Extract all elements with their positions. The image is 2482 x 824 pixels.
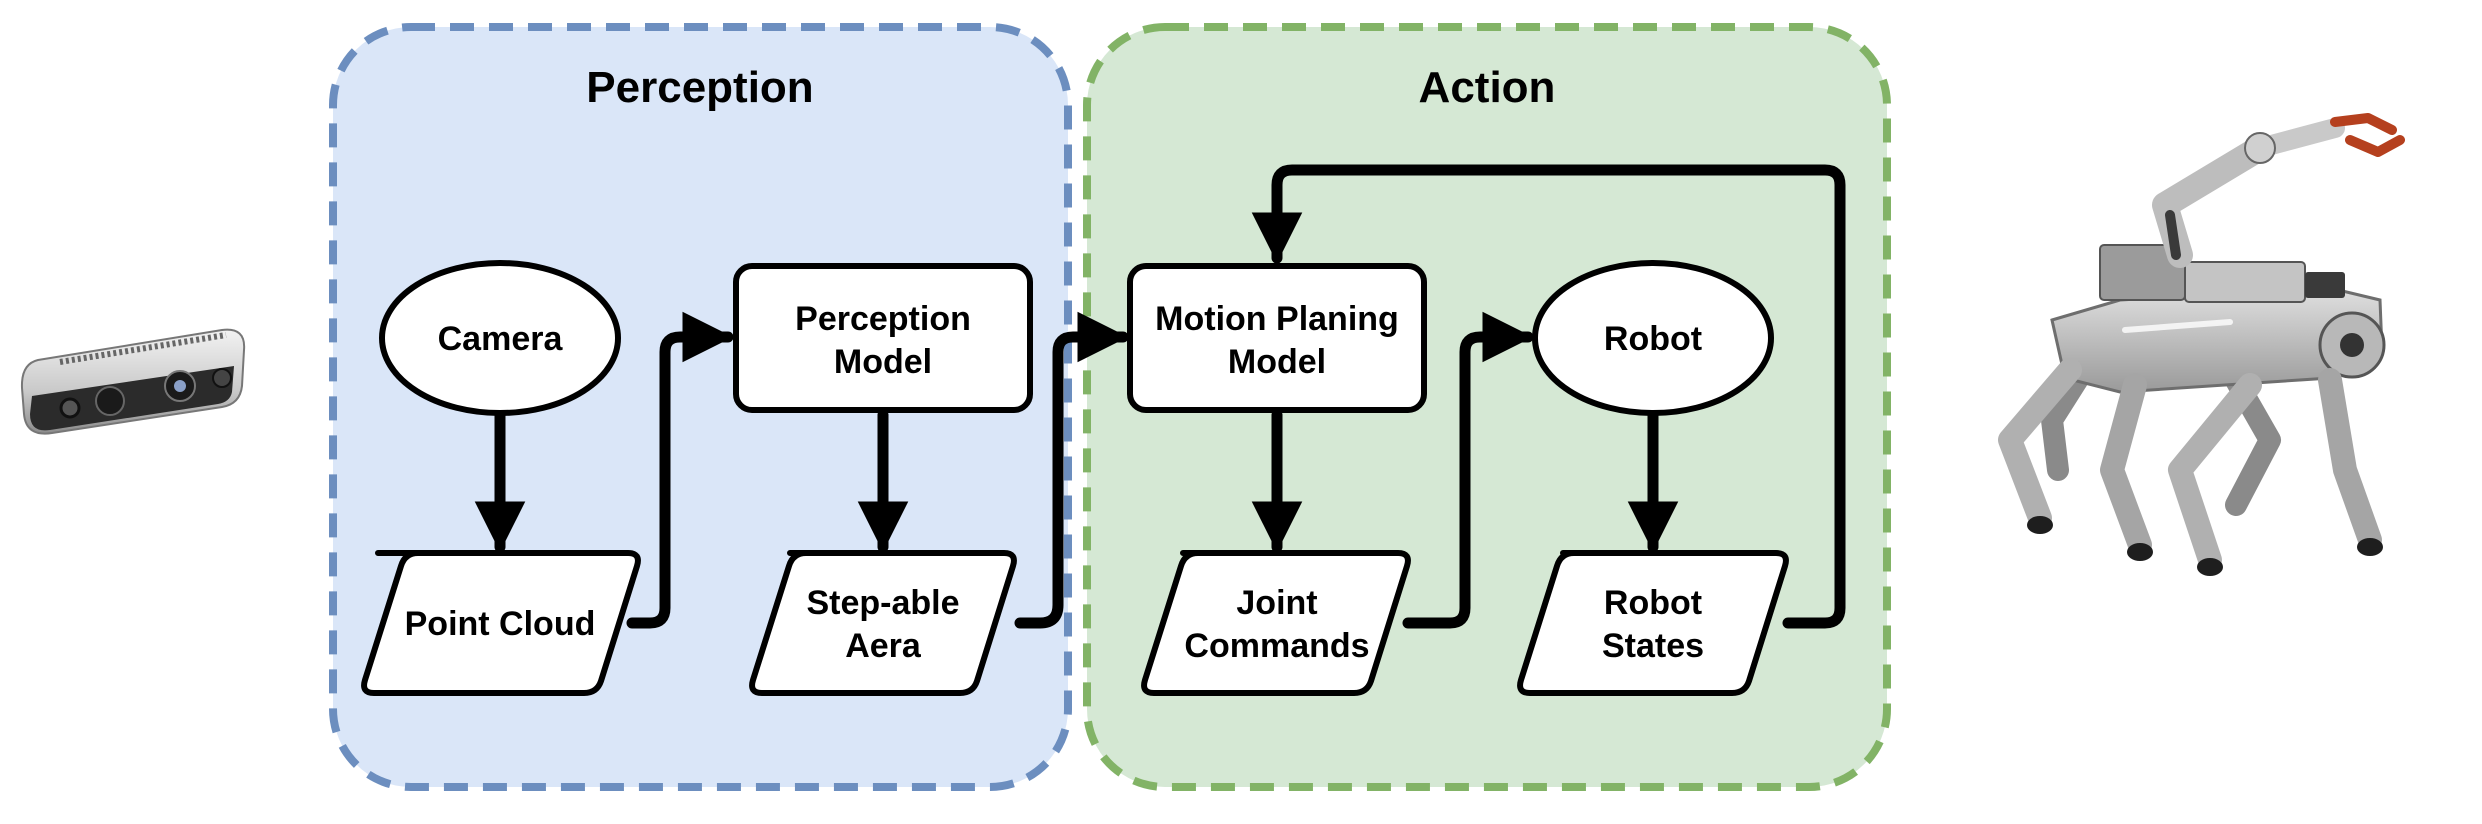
action-title: Action (1419, 63, 1556, 112)
robot-label: Robot (1604, 320, 1702, 358)
perception-model-node: Perception Model (733, 263, 1033, 413)
quadruped-robot-with-arm-icon (1998, 113, 2405, 576)
robot-states-label-line2: States (1602, 627, 1704, 665)
joint-commands-label-line1: Joint (1236, 584, 1317, 622)
camera-label: Camera (438, 320, 564, 358)
camera-node: Camera (379, 260, 621, 416)
perception-title: Perception (586, 63, 813, 112)
connectors (474, 164, 1846, 629)
motion-planning-model-node: Motion Planing Model (1127, 263, 1427, 413)
motion-planning-label-line1: Motion Planing (1155, 300, 1399, 338)
stepable-area-label-line1: Step-able (806, 584, 959, 622)
arrow-robot-states-feedback-to-motion-planning (1251, 164, 1846, 629)
point-cloud-label: Point Cloud (405, 605, 596, 643)
joint-commands-label-line2: Commands (1184, 627, 1369, 665)
arrow-point-cloud-to-perception-model (626, 311, 734, 629)
stepable-area-node: Step-able Aera (749, 550, 1017, 696)
arrow-joint-commands-to-robot (1402, 311, 1534, 629)
robot-states-label-line1: Robot (1604, 584, 1702, 622)
point-cloud-node: Point Cloud (361, 550, 641, 696)
perception-model-label-line1: Perception (795, 300, 971, 338)
motion-planning-label-line2: Model (1228, 343, 1326, 381)
robot-states-node: Robot States (1517, 550, 1789, 696)
joint-commands-node: Joint Commands (1141, 550, 1411, 696)
robot-node: Robot (1532, 260, 1774, 416)
depth-camera-icon (20, 328, 246, 435)
stepable-area-label-line2: Aera (845, 627, 922, 665)
arrow-stepable-area-to-motion-planning (1014, 311, 1129, 629)
perception-model-label-line2: Model (834, 343, 932, 381)
